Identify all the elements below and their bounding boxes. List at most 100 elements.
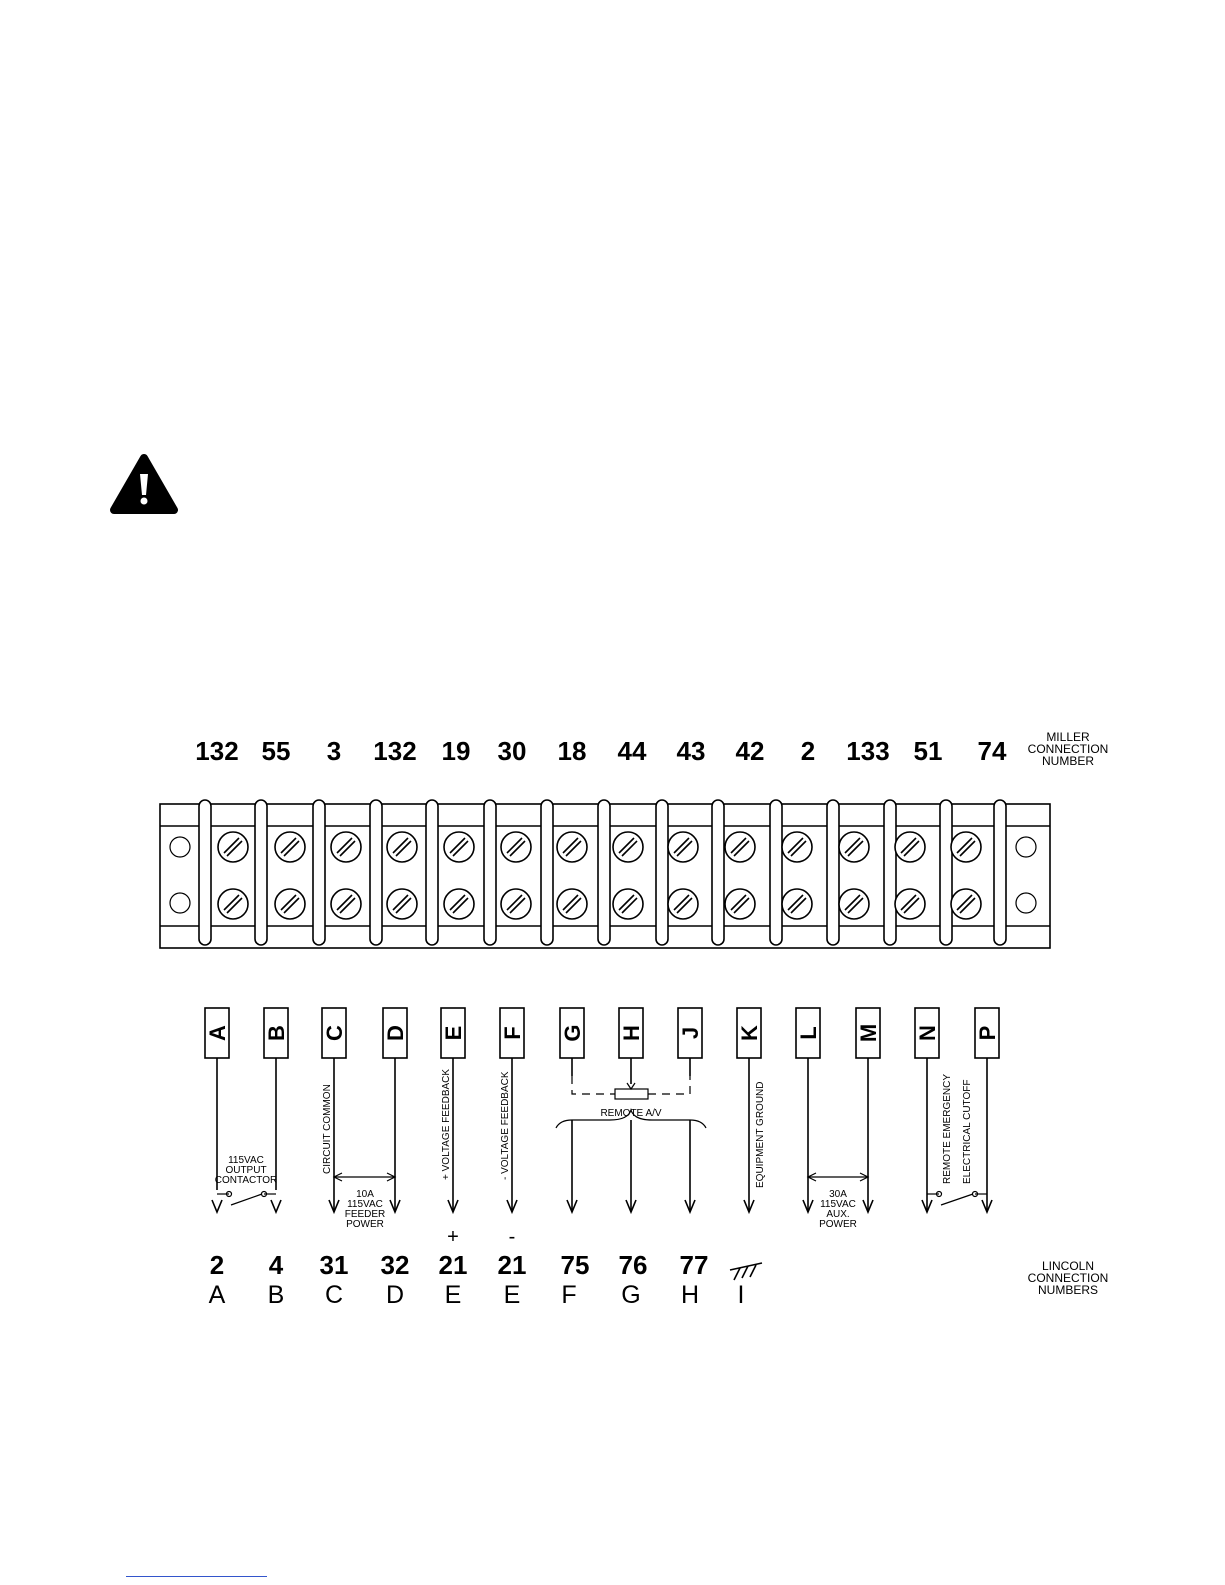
miller-number: 42 [736,736,765,766]
lincoln-letter: I [738,1281,745,1309]
terminal-block [159,799,1051,949]
miller-number: 44 [618,736,647,766]
pin-letter: N [915,1025,940,1041]
pin-letter: A [205,1025,230,1041]
pin-letter: P [975,1026,1000,1041]
remote-av-label: REMOTE A/V [600,1108,661,1119]
terminal-separator [312,799,326,946]
miller-number: 19 [442,736,471,766]
pin-d: D [382,1007,408,1059]
lincoln-caption: LINCOLN CONNECTION NUMBERS [1028,1259,1109,1297]
lincoln-letter: G [621,1281,640,1309]
feeder-power-label: POWER [346,1219,384,1230]
mounting-hole [1015,836,1037,858]
terminal-screw [217,888,249,920]
terminal-screw [724,888,756,920]
terminal-screw [950,888,982,920]
lincoln-letter: E [504,1281,521,1309]
feeder-power-label: 10A [356,1189,374,1200]
pin-letter: H [619,1025,644,1041]
terminal-screw [330,888,362,920]
lincoln-letter: A [209,1281,226,1309]
aux-power-label: 115VAC [820,1199,856,1210]
lincoln-number: 76 [619,1250,648,1280]
lincoln-letter: C [325,1281,343,1309]
terminal-screw [724,831,756,863]
pin-m: M [855,1007,881,1059]
feeder-power-label: 115VAC [347,1199,383,1210]
lincoln-letter: E [445,1281,462,1309]
terminal-separator [883,799,897,946]
ground-symbol-icon [729,1262,763,1281]
terminal-screw [838,888,870,920]
lincoln-letters: A B C D E E F G H I [209,1281,745,1309]
lincoln-numbers: 2 4 31 32 21 21 75 76 77 [210,1250,709,1280]
terminal-screw [838,831,870,863]
wire-labels: 115VAC OUTPUT CONTACTOR CIRCUIT COMMON 1… [215,1069,973,1248]
pin-letter: L [796,1026,821,1039]
terminal-separator [425,799,439,946]
potentiometer-resistor [614,1088,649,1100]
terminal-screw [386,831,418,863]
feeder-power-label: FEEDER [345,1209,386,1220]
terminal-screw [556,831,588,863]
pin-h: H [618,1007,644,1059]
terminal-separator [597,799,611,946]
electrical-cutoff-label: ELECTRICAL CUTOFF [962,1080,973,1184]
lincoln-letter: D [386,1281,404,1309]
miller-number: 74 [978,736,1007,766]
output-contactor-label: CONTACTOR [215,1175,277,1186]
svg-text:NUMBERS: NUMBERS [1038,1283,1098,1297]
terminal-screw [330,831,362,863]
lincoln-number: 77 [680,1250,709,1280]
terminal-screw [781,888,813,920]
aux-power-label: POWER [819,1219,857,1230]
terminal-screw [500,831,532,863]
pin-j: J [677,1007,703,1059]
pin-b: B [263,1007,289,1059]
pin-letter: G [560,1024,585,1041]
polarity-minus: - [509,1226,516,1248]
pin-letter: M [856,1024,881,1042]
terminal-screw [274,888,306,920]
lincoln-letter: H [681,1281,699,1309]
plus-feedback-label: + VOLTAGE FEEDBACK [441,1069,452,1180]
footer-link-underline[interactable] [126,1576,267,1577]
terminal-screws [217,831,982,920]
output-contactor-label: 115VAC [228,1155,264,1166]
terminal-screw [217,831,249,863]
terminal-separator [483,799,497,946]
terminal-screw [667,888,699,920]
pin-f: F [499,1007,525,1059]
pin-e: E [440,1007,466,1059]
lincoln-number: 75 [561,1250,590,1280]
terminal-separator [198,799,212,946]
lincoln-number: 32 [381,1250,410,1280]
minus-feedback-label: - VOLTAGE FEEDBACK [500,1071,511,1180]
terminal-screw [612,831,644,863]
terminal-separator [939,799,953,946]
terminal-screw [556,888,588,920]
miller-number: 2 [801,736,815,766]
terminal-separator [540,799,554,946]
pin-letter: D [383,1025,408,1041]
mounting-hole [1015,892,1037,914]
pin-n: N [914,1007,940,1059]
mounting-hole [169,836,191,858]
miller-number: 18 [558,736,587,766]
terminal-separator [769,799,783,946]
aux-power-label: AUX. [826,1209,849,1220]
miller-number: 132 [195,736,238,766]
svg-text:CONNECTION: CONNECTION [1028,1271,1109,1285]
miller-number: 51 [914,736,943,766]
terminal-screw [950,831,982,863]
miller-caption: MILLER CONNECTION NUMBER [1028,730,1109,768]
polarity-plus: + [447,1226,459,1248]
lincoln-number: 21 [498,1250,527,1280]
terminal-separator [655,799,669,946]
miller-number: 133 [846,736,889,766]
pin-a: A [204,1007,230,1059]
miller-number: 132 [373,736,416,766]
